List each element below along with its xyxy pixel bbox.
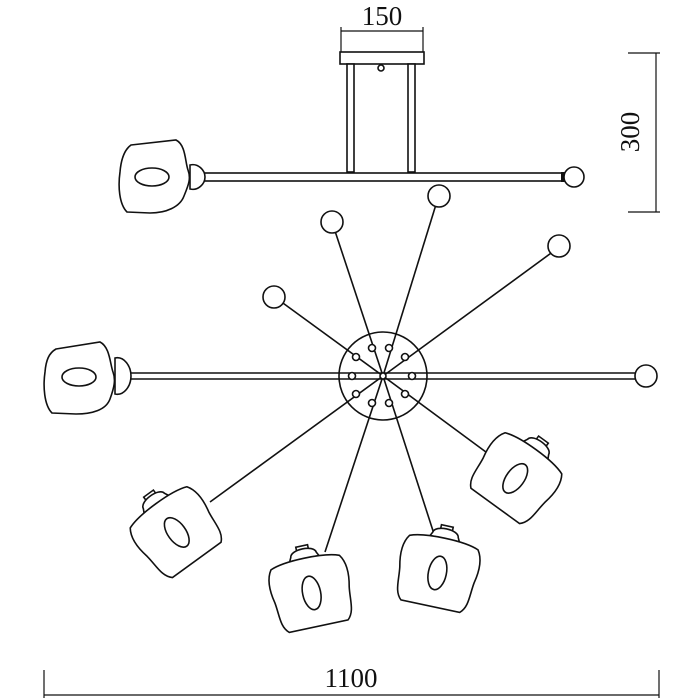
hub-rivets — [347, 343, 417, 408]
dimension-1100: 1100 — [43, 663, 660, 698]
plan-glass-shade-bottom-left — [268, 543, 353, 634]
dimension-300: 300 — [615, 52, 660, 213]
side-glass-shade — [118, 139, 206, 214]
side-horizontal-bar — [200, 172, 568, 182]
plan-glass-shade-left — [43, 341, 132, 415]
end-balls — [262, 184, 658, 388]
plan-view — [43, 184, 658, 634]
ceiling-canopy — [339, 51, 425, 65]
plan-glass-shade-lower-left — [129, 485, 223, 579]
dimension-300-label: 300 — [615, 112, 645, 153]
side-end-ball — [563, 166, 585, 188]
side-view — [118, 51, 585, 214]
dimension-1100-label: 1100 — [325, 663, 378, 693]
plan-glass-shade-bottom-right — [396, 523, 481, 614]
plan-glass-shade-lower-right — [469, 431, 563, 525]
dimension-150-label: 150 — [362, 1, 403, 31]
dimension-150: 150 — [340, 1, 424, 52]
